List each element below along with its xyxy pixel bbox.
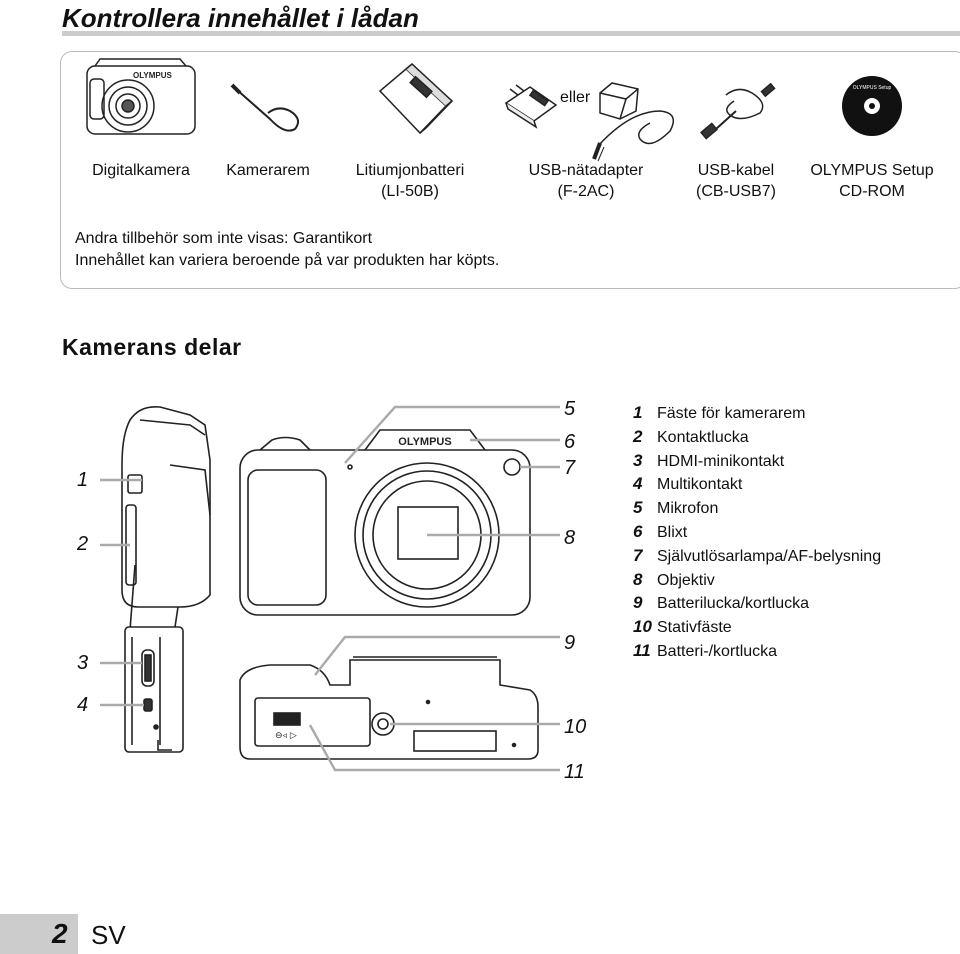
parts-list-item: 10 Stativfäste (633, 616, 881, 640)
or-label: eller (560, 89, 591, 106)
callout-7: 7 (564, 457, 576, 479)
part-number: 8 (633, 569, 643, 589)
item-digital-camera: Digitalkamera (85, 160, 197, 181)
digital-camera-icon: OLYMPUS (86, 58, 196, 135)
parts-list-item: 8 Objektiv (633, 569, 881, 593)
part-label: Självutlösarlampa/AF-belysning (657, 547, 882, 565)
accessory-illustrations: OLYMPUS OLYMPUS Setup (86, 58, 902, 162)
part-label: Fäste för kamerarem (657, 405, 806, 422)
parts-list-item: 11 Batteri-/kortlucka (633, 640, 881, 664)
part-label: Batterilucka/kortlucka (657, 595, 810, 613)
cd-label-text: OLYMPUS Setup (853, 85, 892, 91)
page-title: Kontrollera innehållet i lådan (62, 3, 419, 33)
battery-icon (378, 63, 454, 135)
callout-1: 1 (77, 469, 89, 491)
parts-list-item: 4 Multikontakt (633, 473, 881, 497)
parts-list-item: 5 Mikrofon (633, 497, 881, 521)
page-number: 2 (52, 918, 68, 949)
callout-5: 5 (564, 398, 576, 420)
part-number: 2 (633, 426, 643, 446)
callout-lines (100, 405, 560, 772)
part-number: 6 (633, 521, 643, 541)
parts-list-item: 6 Blixt (633, 521, 881, 545)
callout-6: 6 (564, 431, 576, 453)
part-number: 11 (633, 640, 651, 660)
item-label-line1: USB-kabel (697, 162, 775, 179)
item-label-line2: CD-ROM (839, 183, 905, 200)
part-label: Batteri-/kortlucka (657, 642, 778, 660)
callout-9: 9 (564, 632, 576, 654)
callout-4: 4 (77, 694, 89, 716)
parts-list-item: 2 Kontaktlucka (633, 426, 881, 450)
part-number: 5 (633, 498, 643, 518)
part-number: 3 (633, 450, 643, 470)
item-label-line1: Kamerarem (226, 162, 310, 179)
callout-11: 11 (564, 761, 585, 783)
note-contents-may-vary: Innehållet kan variera beroende på var p… (75, 252, 500, 269)
part-number: 10 (633, 617, 652, 637)
item-cd-rom: OLYMPUS Setup CD-ROM (800, 160, 944, 202)
cd-rom-icon: OLYMPUS Setup (842, 76, 902, 136)
callout-8: 8 (564, 527, 576, 549)
part-label: Multikontakt (657, 476, 743, 494)
parts-list-item: 9 Batterilucka/kortlucka (633, 592, 881, 616)
callout-10: 10 (564, 716, 587, 738)
parts-list: 1 Fäste för kamerarem 2 Kontaktlucka 3 HDMI… (633, 402, 881, 664)
item-camera-strap: Kamerarem (216, 160, 320, 181)
part-label: Objektiv (657, 571, 715, 589)
part-number: 4 (633, 474, 643, 494)
item-battery: Litiumjonbatteri (LI-50B) (340, 160, 480, 202)
title-underline (62, 31, 960, 36)
section-title: Kamerans delar (62, 334, 242, 360)
box-contents-panel (60, 51, 960, 289)
front-brand-text: OLYMPUS (398, 436, 451, 448)
item-label-line1: Digitalkamera (92, 162, 190, 179)
parts-list-item: 1 Fäste för kamerarem (633, 402, 881, 426)
part-number: 1 (633, 403, 643, 422)
parts-list-item: 3 HDMI-minikontakt (633, 450, 881, 474)
part-label: Stativfäste (657, 619, 732, 637)
language-code: SV (91, 920, 126, 950)
usb-adapter-with-cable-icon (592, 82, 675, 162)
camera-brand-text: OLYMPUS (133, 71, 172, 80)
svg-text:⊖◃ ▷: ⊖◃ ▷ (275, 731, 297, 741)
camera-bottom-view: ⊖◃ ▷ (239, 656, 539, 760)
part-number: 9 (633, 593, 643, 613)
usb-adapter-icon (504, 84, 558, 129)
page-number-tab (0, 914, 78, 954)
connector-detail-view (124, 564, 184, 753)
part-label: Kontaktlucka (657, 428, 749, 446)
camera-side-view (121, 405, 211, 608)
camera-parts-diagram: OLYMPUS ⊖◃ ▷ (100, 405, 560, 772)
item-label-line1: Litiumjonbatteri (355, 162, 465, 179)
part-label: Blixt (657, 523, 688, 541)
item-label-line2: (F-2AC) (557, 183, 615, 200)
usb-cable-icon (700, 82, 776, 140)
callout-2: 2 (77, 533, 89, 555)
callout-3: 3 (77, 652, 89, 674)
part-number: 7 (633, 545, 643, 565)
part-label: HDMI-minikontakt (657, 452, 785, 470)
item-label-line2: (LI-50B) (381, 183, 439, 200)
item-usb-cable: USB-kabel (CB-USB7) (680, 160, 792, 202)
part-label: Mikrofon (657, 500, 719, 518)
item-label-line2: (CB-USB7) (695, 183, 776, 200)
camera-strap-icon (230, 83, 300, 132)
parts-list-item: 7 Självutlösarlampa/AF-belysning (633, 545, 881, 569)
note-other-accessories: Andra tillbehör som inte visas: Garantik… (75, 230, 373, 247)
item-label-line1: USB-nätadapter (528, 162, 644, 179)
item-usb-adapter: USB-nätadapter (F-2AC) (516, 160, 656, 202)
item-label-line1: OLYMPUS Setup (810, 162, 934, 179)
camera-front-view: OLYMPUS (239, 429, 531, 616)
